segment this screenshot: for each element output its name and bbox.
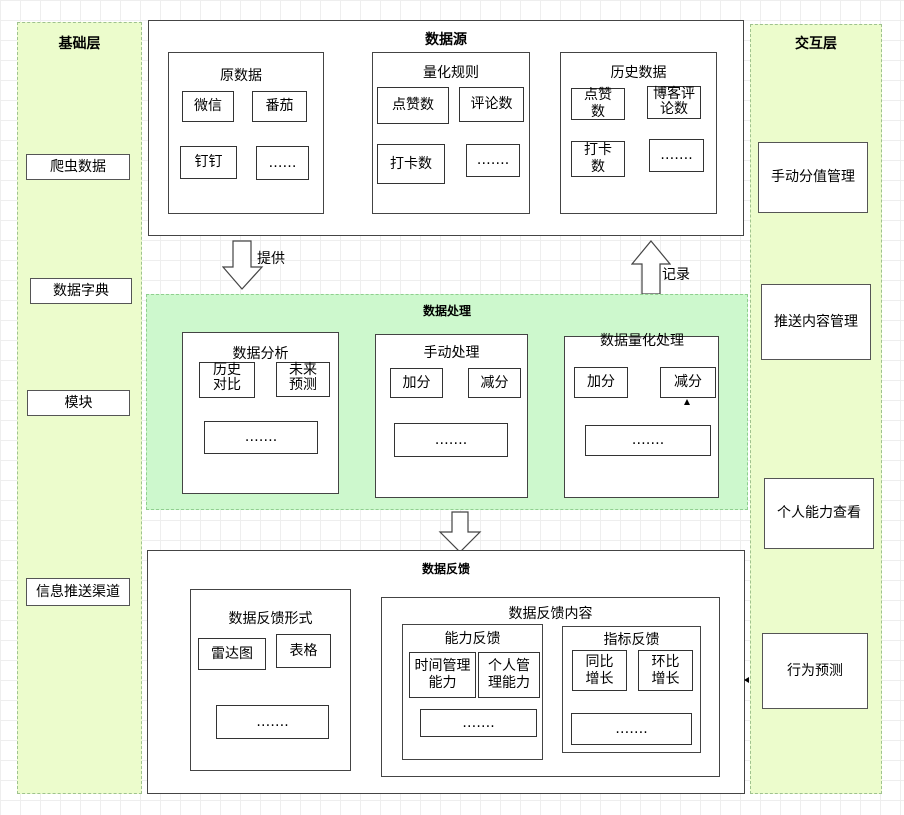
foundation-item-module: 模块 xyxy=(27,390,130,416)
quantize-item-more: ……. xyxy=(585,425,711,456)
quantize-item-subtract: 减分 xyxy=(660,367,716,398)
quant-item-likes: 点赞数 xyxy=(377,87,449,124)
index-feedback-title: 指标反馈 xyxy=(603,632,660,648)
interaction-item-ability-view: 个人能力查看 xyxy=(764,478,874,549)
feedback-form-group xyxy=(190,589,351,771)
feedback-content-title: 数据反馈内容 xyxy=(508,606,593,622)
quant-item-comments: 评论数 xyxy=(459,87,524,122)
analysis-group xyxy=(182,332,339,494)
quant-rule-group xyxy=(372,52,530,214)
manual-group xyxy=(375,334,528,498)
analysis-item-future-predict: 未来预测 xyxy=(276,362,330,397)
manual-item-add: 加分 xyxy=(390,368,443,398)
interaction-item-behavior-predict: 行为预测 xyxy=(762,633,868,709)
history-item-checkins: 打卡数 xyxy=(571,141,625,177)
interaction-item-push-content: 推送内容管理 xyxy=(761,284,871,360)
interaction-layer-title: 交互层 xyxy=(795,36,837,52)
history-data-title: 历史数据 xyxy=(610,65,667,81)
index-item-mom: 环比增长 xyxy=(638,650,693,691)
raw-data-title: 原数据 xyxy=(220,68,262,84)
interaction-item-score-manage: 手动分值管理 xyxy=(758,142,868,213)
quant-item-checkins: 打卡数 xyxy=(377,144,445,184)
form-item-table: 表格 xyxy=(276,634,331,668)
form-item-more: ……. xyxy=(216,705,329,739)
manual-item-subtract: 减分 xyxy=(468,368,521,398)
history-item-likes: 点赞数 xyxy=(571,87,625,120)
quantize-group xyxy=(564,336,719,498)
raw-item-more: …… xyxy=(256,146,309,180)
foundation-item-push-channel: 信息推送渠道 xyxy=(26,578,130,606)
quant-item-more: ……. xyxy=(466,144,520,177)
quantize-item-add: 加分 xyxy=(574,367,628,398)
record-label: 记录 xyxy=(662,267,690,283)
foundation-layer-title: 基础层 xyxy=(58,36,101,52)
down-arrow-feedback xyxy=(438,511,482,553)
data-feedback-title: 数据反馈 xyxy=(421,562,470,576)
raw-item-dingtalk: 钉钉 xyxy=(180,146,237,179)
ability-item-personal-manage: 个人管理能力 xyxy=(478,652,540,698)
left-arrow-marker xyxy=(744,677,749,683)
data-processing-title: 数据处理 xyxy=(422,304,471,318)
quantize-title: 数据量化处理 xyxy=(600,333,684,349)
data-source-title: 数据源 xyxy=(425,32,467,48)
provide-arrow xyxy=(222,240,264,290)
ability-item-more: ……. xyxy=(420,709,537,737)
raw-item-wechat: 微信 xyxy=(182,91,234,122)
small-triangle-marker xyxy=(684,399,690,405)
index-item-yoy: 同比增长 xyxy=(572,650,627,691)
manual-item-more: ……. xyxy=(394,423,508,457)
form-item-radar: 雷达图 xyxy=(198,638,266,670)
provide-label: 提供 xyxy=(257,251,285,267)
history-item-blog-comments: 博客评论数 xyxy=(647,86,701,119)
analysis-title: 数据分析 xyxy=(232,346,289,362)
manual-title: 手动处理 xyxy=(423,345,480,361)
analysis-item-history-compare: 历史对比 xyxy=(199,362,255,398)
history-data-group xyxy=(560,52,717,214)
foundation-item-crawler: 爬虫数据 xyxy=(26,154,130,180)
ability-feedback-title: 能力反馈 xyxy=(444,631,501,647)
quant-rule-title: 量化规则 xyxy=(423,65,479,81)
ability-item-time-manage: 时间管理能力 xyxy=(409,652,476,698)
history-item-more: ……. xyxy=(649,139,704,172)
raw-item-tomato: 番茄 xyxy=(252,91,307,122)
analysis-item-more: ……. xyxy=(204,421,318,454)
index-item-more: ……. xyxy=(571,713,692,745)
foundation-item-dictionary: 数据字典 xyxy=(30,278,132,304)
raw-data-group xyxy=(168,52,324,214)
feedback-form-title: 数据反馈形式 xyxy=(228,611,313,627)
